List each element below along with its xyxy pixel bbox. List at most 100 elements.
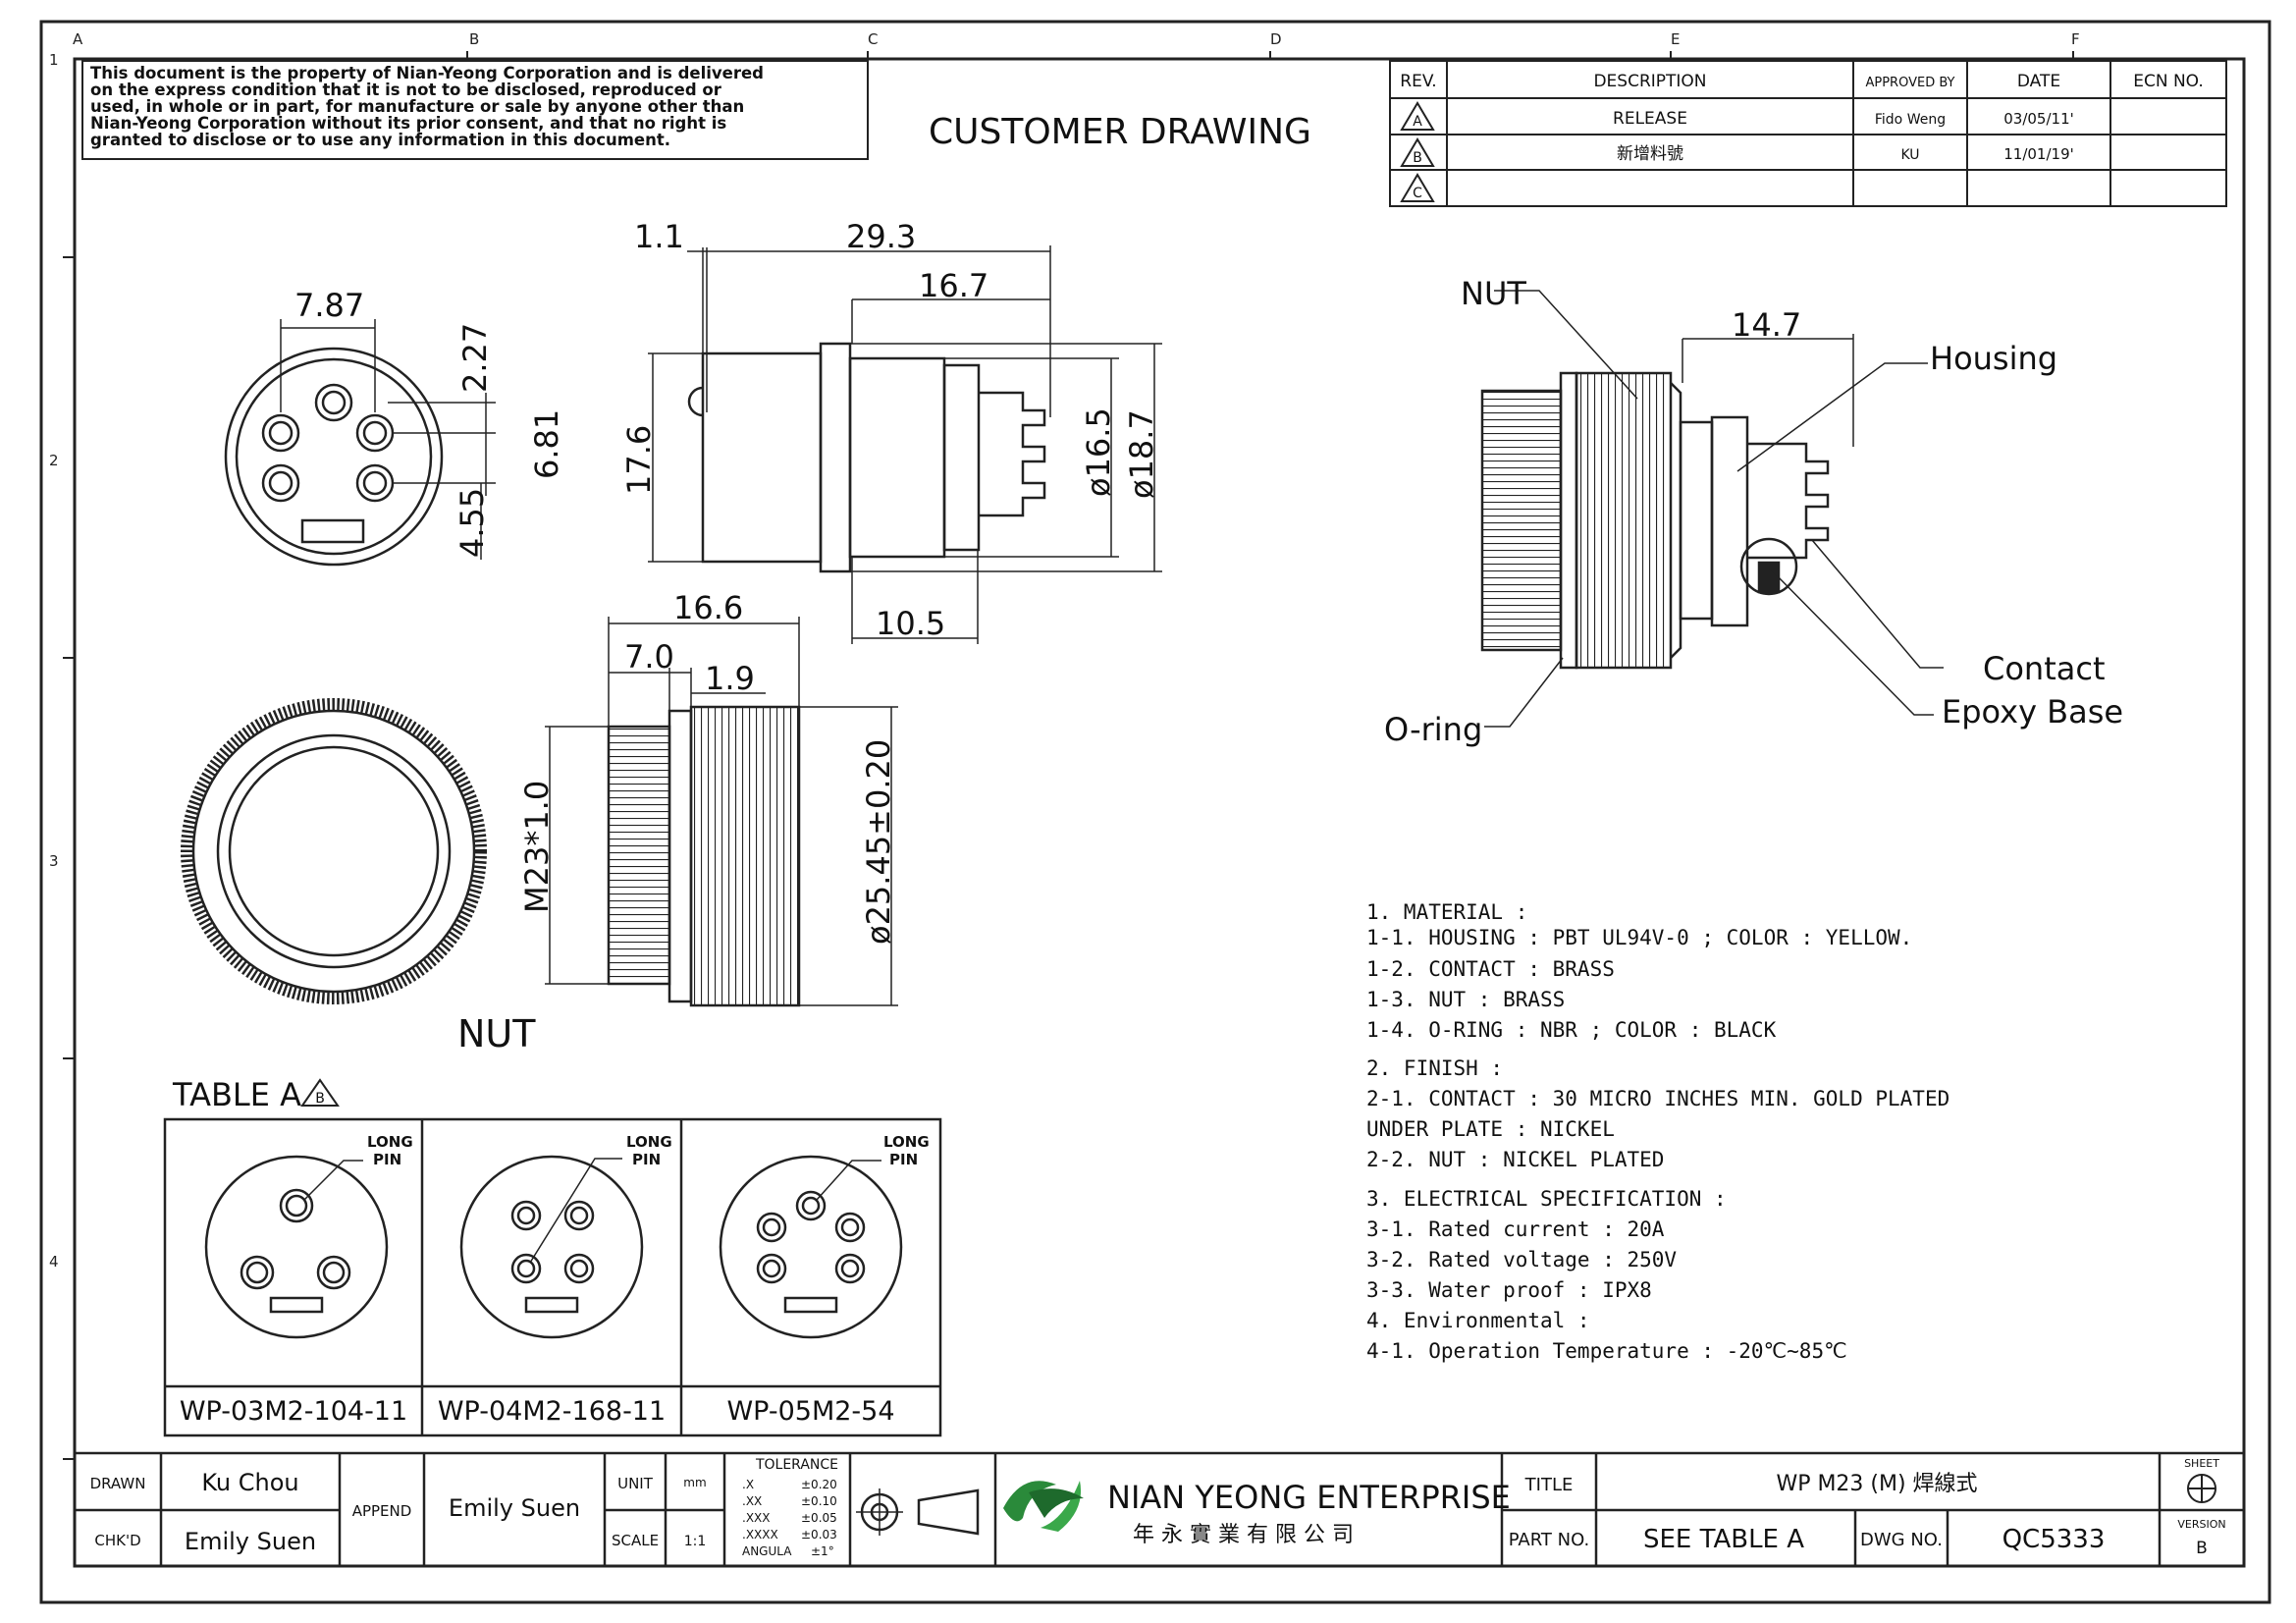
rev-header-rev: REV. xyxy=(1400,72,1436,91)
spec-line-1: 1. MATERIAL : xyxy=(1366,900,1527,924)
tb-version-label: VERSION xyxy=(2177,1518,2225,1531)
table-a-pins-4 xyxy=(459,1155,644,1339)
spec-line-9: 2-2. NUT : NICKEL PLATED xyxy=(1366,1148,1664,1171)
revision-table xyxy=(1389,60,2227,207)
title-block-text: DRAWN Ku Chou CHK'D Emily Suen APPEND Em… xyxy=(90,1457,2226,1558)
notice-line-3: used, in whole or in part, for manufactu… xyxy=(90,97,744,116)
dim-4-55: 4.55 xyxy=(454,488,491,558)
tb-tol-4-val: ±0.03 xyxy=(801,1528,837,1542)
rev-b-approved: KU xyxy=(1900,147,1919,163)
tb-dwg-label: DWG NO. xyxy=(1860,1530,1943,1550)
tb-tol-1-val: ±0.20 xyxy=(801,1478,837,1491)
long-pin-label-3b: PIN xyxy=(889,1151,918,1168)
tb-tolerance-label: TOLERANCE xyxy=(755,1457,838,1473)
label-nut: NUT xyxy=(1461,275,1526,312)
spec-line-12: 3-2. Rated voltage : 250V xyxy=(1366,1248,1677,1271)
tb-tol-3-val: ±0.05 xyxy=(801,1511,837,1525)
spec-line-15: 4-1. Operation Temperature : -20℃~85℃ xyxy=(1366,1339,1847,1363)
part-number-1: WP-03M2-104-11 xyxy=(180,1396,407,1427)
tb-title-label: TITLE xyxy=(1524,1475,1574,1495)
spec-line-10: 3. ELECTRICAL SPECIFICATION : xyxy=(1366,1187,1727,1211)
tb-unit-label: UNIT xyxy=(617,1475,654,1492)
nut-side-dims: 16.6 7.0 1.9 M23*1.0 ø25.45±0.20 xyxy=(518,589,897,945)
notice-line-2: on the express condition that it is not … xyxy=(90,81,722,99)
rev-header-description: DESCRIPTION xyxy=(1593,72,1706,91)
part-number-2: WP-04M2-168-11 xyxy=(438,1396,666,1427)
long-pin-label-3a: LONG xyxy=(883,1133,930,1151)
dim-29-3: 29.3 xyxy=(846,218,916,255)
tb-append: Emily Suen xyxy=(449,1494,580,1522)
long-pin-label-1b: PIN xyxy=(373,1151,401,1168)
rev-a-mark: A xyxy=(1413,114,1422,130)
spec-line-11: 3-1. Rated current : 20A xyxy=(1366,1217,1665,1241)
inner-border xyxy=(73,57,2246,1568)
tb-tol-2-val: ±0.10 xyxy=(801,1494,837,1508)
tb-tol-2-key: .XX xyxy=(742,1494,762,1508)
spec-notes: 1. MATERIAL : 1-1. HOUSING : PBT UL94V-0… xyxy=(1366,900,1949,1363)
dim-16-5: ø16.5 xyxy=(1080,407,1117,497)
tb-scale: 1:1 xyxy=(684,1534,707,1549)
dim-16-7: 16.7 xyxy=(919,267,988,304)
spec-line-6: 2. FINISH : xyxy=(1366,1056,1503,1080)
label-housing: Housing xyxy=(1930,340,2057,377)
label-o-ring: O-ring xyxy=(1384,711,1482,748)
sheet-symbol xyxy=(2187,1474,2216,1503)
tb-tol-3-key: .XXX xyxy=(742,1511,770,1525)
tb-company-cn: 年 永 實 業 有 限 公 司 xyxy=(1133,1523,1354,1547)
section-labels: 14.7 NUT Housing Contact Epoxy Base O-ri… xyxy=(1384,275,2123,748)
side-view-dims: 1.1 29.3 16.7 17.6 ø16.5 ø18.7 10.5 xyxy=(620,218,1160,642)
long-pin-label-2b: PIN xyxy=(632,1151,661,1168)
table-a-part-numbers: WP-03M2-104-11 WP-04M2-168-11 WP-05M2-54 xyxy=(180,1396,895,1427)
grid-col-a: A xyxy=(73,30,83,48)
dim-16-6: 16.6 xyxy=(673,589,743,626)
tb-tol-4-key: .XXXX xyxy=(742,1528,778,1542)
dim-10-5: 10.5 xyxy=(876,605,945,642)
long-pin-label-1a: LONG xyxy=(367,1133,413,1151)
grid-labels: A B C D E F 1 2 3 4 xyxy=(49,30,2080,1271)
spec-line-14: 4. Environmental : xyxy=(1366,1309,1590,1332)
grid-row-4: 4 xyxy=(49,1253,59,1271)
grid-ticks xyxy=(63,51,2074,1460)
nut-caption: NUT xyxy=(457,1012,536,1055)
tb-part: SEE TABLE A xyxy=(1643,1525,1804,1554)
rev-header-date: DATE xyxy=(2017,72,2060,91)
rev-header-ecn: ECN NO. xyxy=(2133,72,2204,91)
company-logo xyxy=(1003,1481,1084,1532)
spec-line-13: 3-3. Water proof : IPX8 xyxy=(1366,1278,1652,1302)
dim-7-0: 7.0 xyxy=(624,638,674,676)
outer-border xyxy=(39,20,2271,1604)
dim-7-87: 7.87 xyxy=(294,287,364,324)
notice-line-5: granted to disclose or to use any inform… xyxy=(90,131,670,149)
table-a-pins-3 xyxy=(204,1155,389,1339)
nut-face-view xyxy=(181,698,487,1004)
title-block-grid xyxy=(73,1451,2246,1568)
rev-a-date: 03/05/11' xyxy=(2003,110,2074,128)
spec-line-4: 1-3. NUT : BRASS xyxy=(1366,988,1565,1011)
grid-row-2: 2 xyxy=(49,452,59,469)
tb-drawn: Ku Chou xyxy=(201,1469,298,1496)
tb-version: B xyxy=(2196,1539,2208,1558)
long-pin-label-2a: LONG xyxy=(626,1133,672,1151)
table-a-long-pin-labels: LONG PIN LONG PIN LONG PIN xyxy=(367,1133,930,1168)
label-contact: Contact xyxy=(1983,650,2106,687)
section-view xyxy=(1480,290,1944,728)
dim-14-7: 14.7 xyxy=(1732,306,1801,344)
notice-box xyxy=(81,60,869,160)
part-number-3: WP-05M2-54 xyxy=(726,1396,894,1427)
spec-line-7: 2-1. CONTACT : 30 MICRO INCHES MIN. GOLD… xyxy=(1366,1087,1949,1110)
notice-text: This document is the property of Nian-Ye… xyxy=(90,64,764,149)
tb-chkd: Emily Suen xyxy=(185,1528,316,1555)
projection-symbol xyxy=(856,1488,980,1536)
spec-line-2: 1-1. HOUSING : PBT UL94V-0 ; COLOR : YEL… xyxy=(1366,926,1912,949)
grid-col-f: F xyxy=(2071,30,2080,48)
grid-col-b: B xyxy=(469,30,479,48)
rev-c-mark: C xyxy=(1413,186,1422,201)
tb-tol-5-key: ANGULA xyxy=(742,1544,792,1558)
table-a-title: TABLE A xyxy=(172,1076,301,1113)
grid-col-c: C xyxy=(868,30,878,48)
tb-unit: mm xyxy=(683,1476,706,1489)
grid-col-d: D xyxy=(1270,30,1282,48)
dim-18-7: ø18.7 xyxy=(1123,409,1160,499)
table-a-rev-triangle xyxy=(300,1078,340,1107)
tb-tol-1-key: .X xyxy=(742,1478,754,1491)
